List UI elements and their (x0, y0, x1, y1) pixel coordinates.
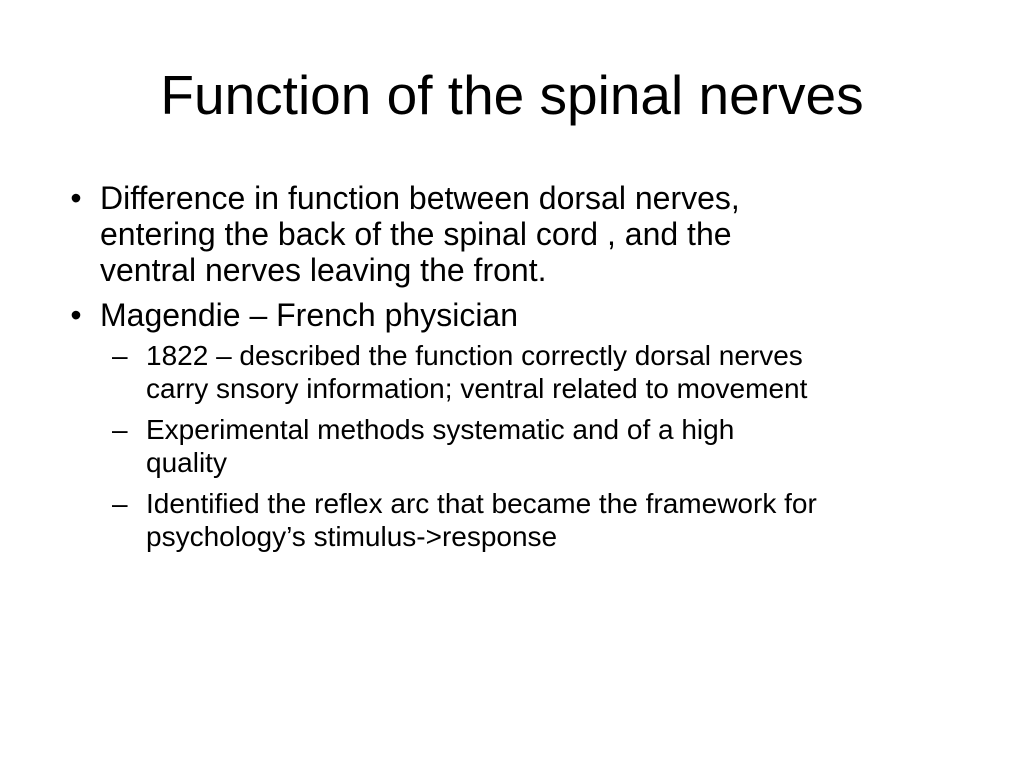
sub-bullet-text-line: carry snsory information; ventral relate… (146, 373, 808, 404)
bullet-text-line: Difference in function between dorsal ne… (100, 180, 740, 216)
sub-bullet-item-3: – Identified the reflex arc that became … (100, 487, 978, 553)
sub-bullet-item-2: – Experimental methods systematic and of… (100, 413, 978, 479)
bullet-list: • Difference in function between dorsal … (58, 180, 978, 562)
slide-title: Function of the spinal nerves (160, 64, 864, 126)
sub-bullet-text-line: 1822 – described the function correctly … (146, 340, 803, 371)
sub-bullet-text-line: Identified the reflex arc that became th… (146, 488, 817, 519)
bullet-marker: • (70, 297, 82, 333)
sub-bullet-marker: – (112, 340, 128, 371)
sub-bullet-marker: – (112, 488, 128, 519)
bullet-item-2: • Magendie – French physician – 1822 – d… (58, 297, 978, 553)
sub-bullet-list: – 1822 – described the function correctl… (100, 339, 978, 553)
bullet-text-line: ventral nerves leaving the front. (100, 252, 547, 288)
sub-bullet-marker: – (112, 414, 128, 445)
sub-bullet-text-line: psychology’s stimulus->response (146, 521, 558, 552)
sub-bullet-text-line: quality (146, 447, 227, 478)
bullet-marker: • (70, 180, 82, 216)
sub-bullet-item-1: – 1822 – described the function correctl… (100, 339, 978, 405)
bullet-text-line: entering the back of the spinal cord , a… (100, 216, 732, 252)
bullet-text-line: Magendie – French physician (100, 297, 519, 333)
sub-bullet-text-line: Experimental methods systematic and of a… (146, 414, 735, 445)
bullet-item-1: • Difference in function between dorsal … (58, 180, 978, 288)
